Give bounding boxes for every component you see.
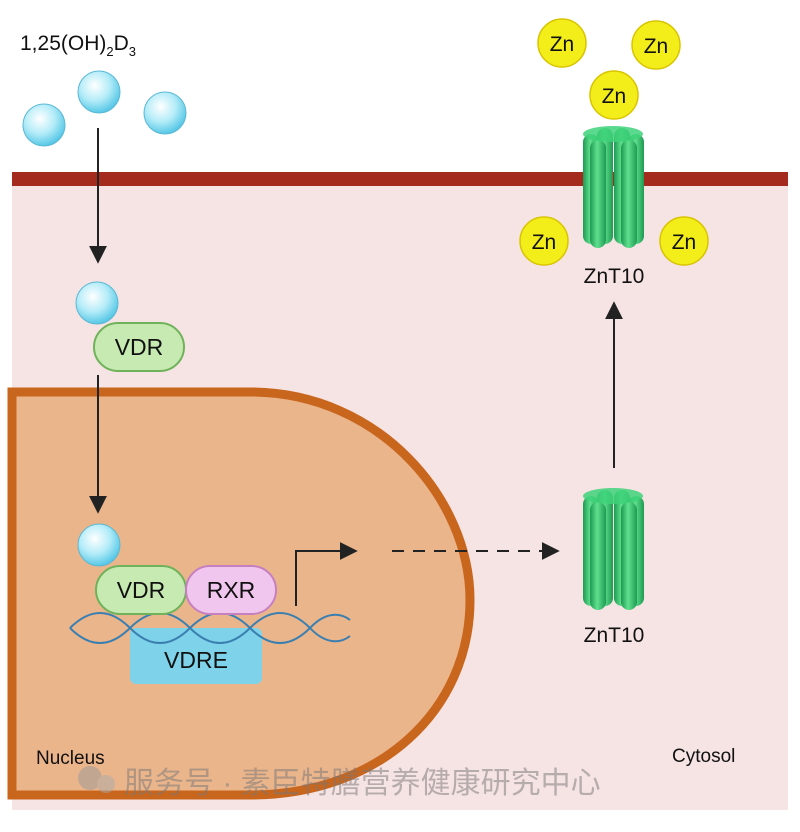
zinc-ion [589, 70, 639, 120]
watermark: 服务号 · 素臣特膳营养健康研究中心 [78, 766, 601, 800]
cytosol-label: Cytosol [672, 746, 735, 767]
vitamin-d-ball [143, 91, 187, 135]
znt10-transporter-cytosol [583, 488, 644, 610]
vitamin-d-ball [75, 281, 119, 325]
vitamin-d-ball [22, 103, 66, 147]
rxr-receptor [185, 565, 277, 615]
zinc-ion [659, 216, 709, 266]
znt10-transporter-membrane [583, 126, 644, 248]
zinc-ion [537, 18, 587, 68]
vdr-receptor [93, 322, 185, 372]
cell-membrane [12, 172, 788, 186]
nucleus-label: Nucleus [36, 748, 105, 769]
vitamin-d-ball [77, 70, 121, 114]
vitamin-d-ball [77, 523, 121, 567]
vitamin-d-molecules [22, 70, 187, 147]
rxr-label: RXR [207, 577, 256, 603]
ligand-label: 1,25(OH)2D3 [20, 32, 136, 59]
svg-text:Zn: Zn [644, 35, 669, 58]
vdr-label: VDR [115, 334, 164, 360]
zinc-ion [519, 216, 569, 266]
zinc-ions: Zn Zn Zn Zn Zn [519, 18, 709, 266]
wechat-icon [78, 766, 102, 790]
vdr-bound-label: VDR [117, 577, 166, 603]
znt10-cytosol-label: ZnT10 [584, 624, 645, 647]
znt10-membrane-label: ZnT10 [584, 265, 645, 288]
svg-text:Zn: Zn [602, 85, 627, 108]
zinc-ion [631, 20, 681, 70]
watermark-text: 服务号 · 素臣特膳营养健康研究中心 [124, 767, 601, 800]
svg-text:Zn: Zn [550, 33, 575, 56]
transcription-arrow [295, 542, 358, 606]
svg-text:Zn: Zn [672, 231, 697, 254]
svg-text:Zn: Zn [532, 231, 557, 254]
vdre-label: VDRE [164, 647, 228, 673]
